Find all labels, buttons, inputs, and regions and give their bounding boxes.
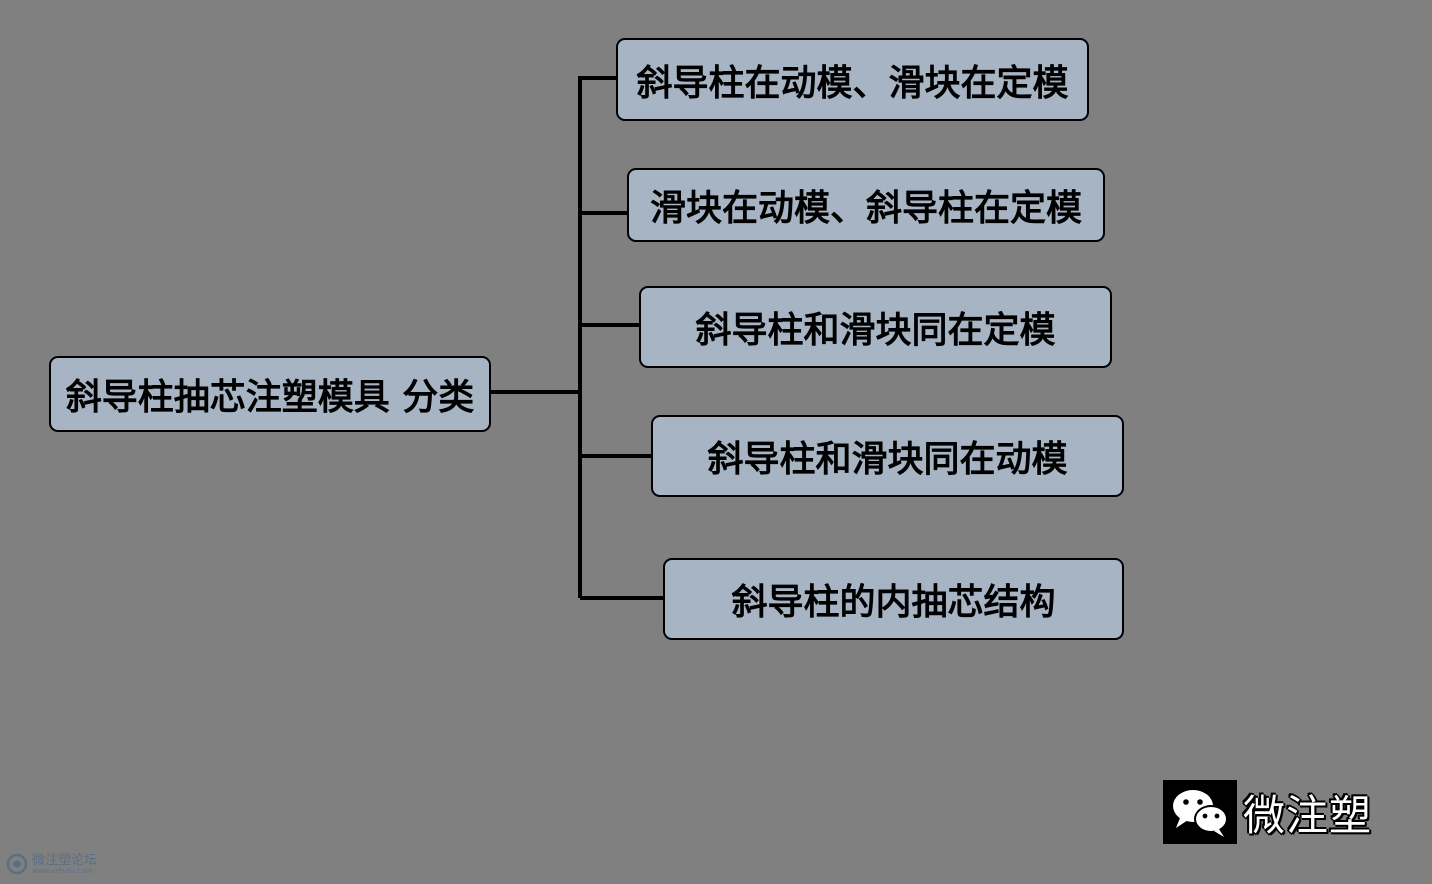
child-node: 斜导柱在动模、滑块在定模 xyxy=(616,38,1089,121)
child-node-label: 斜导柱在动模、滑块在定模 xyxy=(636,61,1069,104)
wechat-watermark: 微注塑 xyxy=(1163,780,1381,844)
forum-url: www.vzhusu.com xyxy=(32,866,93,875)
root-node: 斜导柱抽芯注塑模具 分类 xyxy=(49,356,491,432)
forum-name: 微注塑论坛 xyxy=(32,852,98,868)
wechat-icon xyxy=(1163,780,1237,844)
child-node-label: 斜导柱的内抽芯结构 xyxy=(731,581,1056,623)
child-node-label: 斜导柱和滑块同在动模 xyxy=(707,438,1068,480)
wechat-label: 微注塑 xyxy=(1243,790,1373,840)
child-node-label: 滑块在动模、斜导柱在定模 xyxy=(649,187,1082,229)
forum-logo-icon xyxy=(6,853,28,875)
forum-watermark: 微注塑论坛 www.vzhusu.com xyxy=(6,850,97,878)
child-node: 斜导柱的内抽芯结构 xyxy=(663,558,1124,640)
root-node-label: 斜导柱抽芯注塑模具 分类 xyxy=(65,376,475,418)
child-node: 滑块在动模、斜导柱在定模 xyxy=(627,168,1105,242)
child-node-label: 斜导柱和滑块同在定模 xyxy=(695,309,1056,351)
child-node: 斜导柱和滑块同在动模 xyxy=(651,415,1124,497)
child-node: 斜导柱和滑块同在定模 xyxy=(639,286,1112,368)
